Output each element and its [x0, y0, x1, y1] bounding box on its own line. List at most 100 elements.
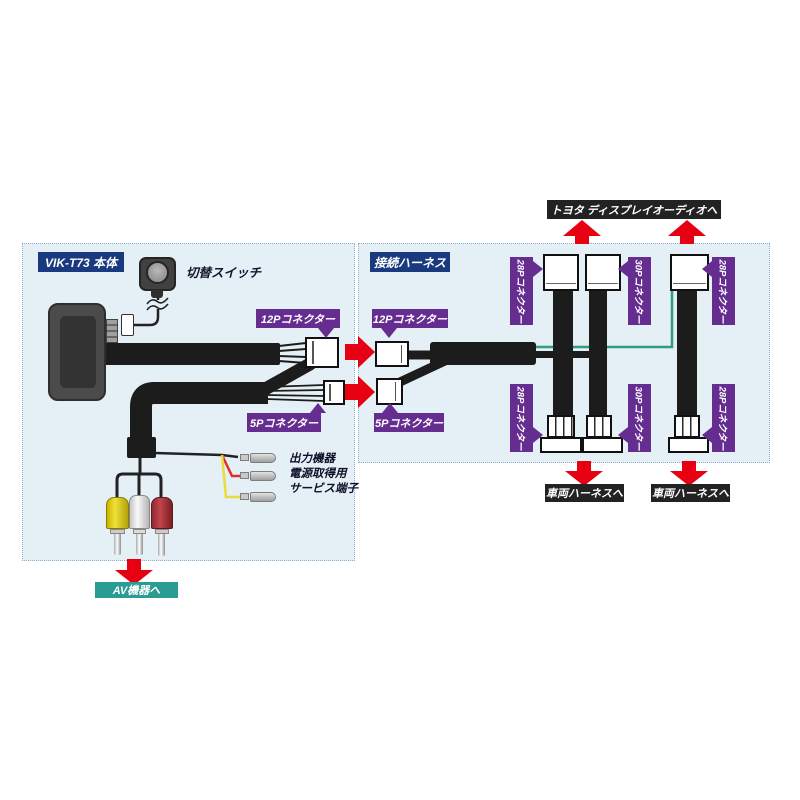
rca-ring-white [133, 529, 146, 534]
vehicle-harness-text-2: 車両ハーネスへ [652, 488, 729, 500]
branch-cable-12p [251, 357, 317, 400]
green-signal-wire [534, 291, 674, 349]
av-cable [130, 382, 268, 441]
rca-plug-white [129, 495, 150, 529]
vlabel-text: 28Pコネクター [514, 258, 526, 324]
connector-12p-left [305, 337, 339, 368]
connector-latch [329, 384, 331, 401]
vlabel-bottom-30p: 30Pコネクター [628, 384, 651, 452]
mode-switch-button [146, 261, 169, 284]
pointer-12p-left [318, 328, 334, 338]
vlabel-text: 28Pコネクター [716, 258, 728, 324]
connector-latch [588, 282, 618, 284]
down-arrow-2 [670, 471, 708, 486]
switch-label: 切替スイッチ [186, 262, 261, 281]
label-5p-right: 5Pコネクター [374, 413, 444, 432]
connector-latch [400, 345, 402, 363]
vlabel-bottom-28p-1: 28Pコネクター [510, 384, 533, 452]
rca-plug-yellow [106, 497, 129, 529]
service-note-line3: サービス端子 [289, 483, 358, 495]
service-terminal-crimp [240, 454, 249, 461]
cable-break-squiggle [146, 297, 169, 305]
connector-12p-right [375, 341, 409, 367]
rca-ring-red [155, 529, 169, 534]
down-arrow-stem [577, 461, 591, 471]
top-destination-label: トヨタ ディスプレイオーディオへ [547, 200, 721, 219]
service-wire-yellow [220, 454, 240, 499]
vlabel-pointer [702, 427, 712, 443]
down-arrow-stem [682, 461, 696, 471]
rca-tip-white [136, 534, 143, 555]
vlabel-bottom-28p-2: 28Pコネクター [712, 384, 735, 452]
vlabel-top-30p: 30Pコネクター [628, 257, 651, 325]
rca-tip-yellow [114, 534, 121, 555]
vlabel-text: 30Pコネクター [632, 385, 644, 451]
left-panel-title-text: VIK-T73 本体 [44, 255, 117, 270]
label-5p-left: 5Pコネクター [247, 413, 321, 432]
av-arrow-stem [127, 559, 141, 570]
bottom-connector-30p [582, 437, 623, 453]
up-arrow-1 [563, 220, 601, 236]
service-wire-black [154, 451, 239, 459]
switch-label-text: 切替スイッチ [186, 266, 262, 280]
vlabel-top-28p-2: 28Pコネクター [712, 257, 735, 325]
right-panel-title: 接続ハーネス [370, 252, 450, 272]
connect-arrow-stem [345, 344, 358, 360]
vertical-cable-2 [589, 289, 607, 417]
main-cable-12p [104, 343, 280, 365]
connect-arrow-stem [345, 384, 358, 400]
service-wire-red [220, 454, 240, 478]
connector-5p-left [323, 380, 345, 405]
connect-arrow-5p [358, 376, 375, 408]
av-arrow [115, 570, 153, 585]
wire-fan-12p [278, 342, 307, 364]
unit-side-connector [106, 319, 118, 343]
label-12p-right-text: 12Pコネクター [372, 313, 448, 326]
vlabel-text: 28Pコネクター [514, 385, 526, 451]
vehicle-harness-label-1: 車両ハーネスへ [545, 484, 624, 502]
left-panel-title: VIK-T73 本体 [38, 252, 124, 272]
connector-latch [312, 341, 314, 364]
cable-break-gap [150, 300, 166, 309]
vlabel-pointer [618, 261, 628, 277]
av-destination-text: AV機器へ [112, 585, 161, 597]
vlabel-pointer [533, 261, 543, 277]
top-connector-30p [585, 254, 621, 291]
mode-switch-stub [151, 290, 163, 298]
vlabel-text: 28Pコネクター [716, 385, 728, 451]
pointer-5p-left [310, 403, 326, 413]
rca-plug-red [151, 497, 173, 529]
rca-splitter-wires [115, 458, 163, 497]
up-arrow-2 [668, 220, 706, 236]
vehicle-harness-text-1: 車両ハーネスへ [546, 488, 623, 500]
service-note-line2: 電源取得用 [289, 468, 347, 480]
vehicle-harness-label-2: 車両ハーネスへ [651, 484, 730, 502]
vlabel-pointer [702, 261, 712, 277]
service-terminal-note: 出力機器 電源取得用 サービス端子 [289, 452, 358, 497]
rca-tip-red [158, 534, 165, 556]
bottom-connector-28p-2 [668, 437, 709, 453]
up-arrow-stem [680, 235, 694, 244]
label-12p-right: 12Pコネクター [372, 309, 448, 328]
cable-break-squiggle [146, 303, 169, 311]
label-12p-left: 12Pコネクター [256, 309, 340, 328]
down-arrow-1 [565, 471, 603, 486]
connect-arrow-12p [358, 336, 375, 368]
rca-ring-yellow [110, 529, 125, 534]
service-terminal-crimp [240, 493, 249, 500]
switch-plug [121, 314, 134, 336]
label-12p-left-text: 12Pコネクター [260, 313, 336, 326]
vertical-cable-1 [553, 289, 573, 417]
up-arrow-stem [575, 235, 589, 244]
service-terminal-yellow [250, 492, 276, 502]
av-destination-label: AV機器へ [95, 582, 178, 598]
vlabel-text: 30Pコネクター [632, 258, 644, 324]
right-panel-title-text: 接続ハーネス [373, 255, 446, 270]
av-cable-end [127, 437, 156, 458]
connector-latch [394, 382, 396, 401]
pointer-12p-right [381, 328, 397, 338]
bottom-connector-pins-1 [547, 415, 575, 438]
service-terminal-crimp [240, 472, 249, 479]
